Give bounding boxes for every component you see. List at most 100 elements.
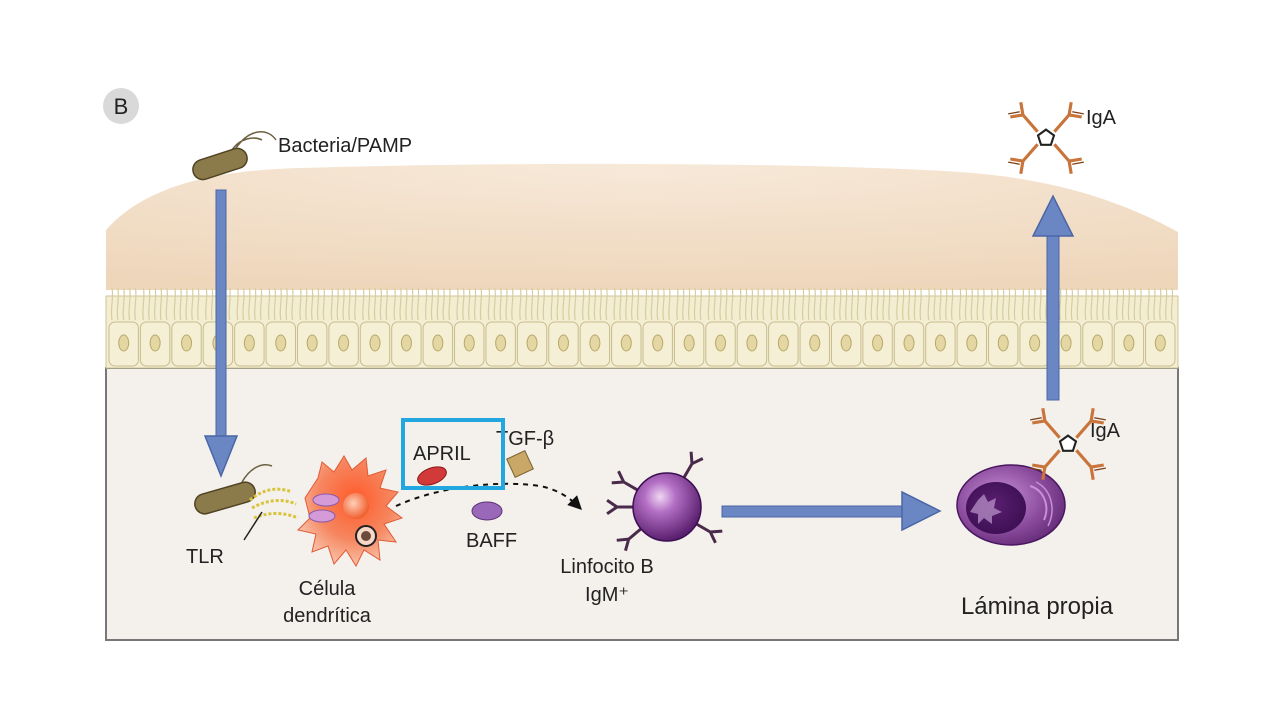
microvillus <box>813 287 816 321</box>
cytokine-dashed-arrow <box>395 482 582 510</box>
microvillus <box>493 287 496 321</box>
microvillus <box>405 287 408 321</box>
microvillus <box>416 287 420 321</box>
microvillus <box>707 287 710 321</box>
microvillus <box>205 287 208 321</box>
microvillus <box>197 287 200 321</box>
microvillus <box>487 287 491 321</box>
microvillus <box>373 287 377 321</box>
microvillus <box>907 287 911 321</box>
microvillus <box>605 287 608 321</box>
microvillus <box>950 287 954 321</box>
microvillus <box>248 287 251 321</box>
microvillus <box>442 287 445 321</box>
microvillus <box>870 287 873 321</box>
microvillus <box>1059 287 1062 321</box>
microvillus <box>888 287 891 321</box>
cell-nucleus <box>306 334 318 352</box>
microvillus <box>807 287 811 321</box>
microvillus <box>562 287 565 321</box>
microvillus <box>122 287 125 321</box>
microvillus <box>731 287 734 321</box>
cell-nucleus <box>495 334 507 352</box>
epithelium-layer <box>105 287 1179 369</box>
microvillus <box>927 287 930 321</box>
microvillus <box>511 287 514 321</box>
microvillus <box>165 287 168 321</box>
microvillus <box>228 287 231 321</box>
microvillus <box>1027 287 1030 321</box>
cell-nucleus <box>903 334 915 352</box>
cell-nucleus <box>526 334 538 352</box>
microvillus <box>393 287 396 321</box>
april-highlight-box <box>401 418 505 490</box>
microvillus <box>793 287 797 321</box>
cell-nucleus <box>338 334 350 352</box>
microvillus <box>311 287 314 321</box>
microvillus <box>322 287 326 321</box>
microvillus <box>650 287 654 321</box>
microvillus <box>762 287 765 321</box>
microvillus <box>1013 287 1017 321</box>
microvillus <box>901 287 905 321</box>
arrow-down-to-dendritic <box>203 189 239 479</box>
cell-nucleus <box>1060 334 1072 352</box>
microvillus <box>242 287 245 321</box>
microvillus <box>148 287 151 321</box>
microvillus <box>825 287 828 321</box>
microvillus <box>128 287 131 321</box>
cell-nucleus <box>1123 334 1135 352</box>
microvillus <box>1116 287 1119 321</box>
microvillus <box>630 287 634 321</box>
microvillus <box>267 287 271 321</box>
microvillus <box>613 287 616 321</box>
iga-dimer-secreted <box>1030 408 1106 480</box>
cell-nucleus <box>934 334 946 352</box>
microvillus <box>788 287 791 321</box>
microvillus <box>756 287 759 321</box>
microvillus <box>713 287 716 321</box>
iga-dimer-top <box>1008 102 1084 174</box>
microvillus <box>1164 287 1168 321</box>
microvillus <box>636 287 640 321</box>
microvillus <box>210 287 214 321</box>
microvillus <box>750 287 754 321</box>
microvillus <box>536 287 540 321</box>
microvillus <box>424 287 428 321</box>
microvillus <box>191 287 194 321</box>
cell-nucleus <box>181 334 193 352</box>
microvillus <box>744 287 748 321</box>
microvillus <box>336 287 339 321</box>
microvillus <box>833 287 836 321</box>
microvillus <box>259 287 263 321</box>
cell-nucleus <box>715 334 727 352</box>
bacteria-tlr <box>194 464 299 541</box>
bcell-label-line2: IgM⁺ <box>585 584 629 606</box>
microvillus <box>819 287 822 321</box>
microvillus <box>876 287 879 321</box>
microvillus <box>1153 287 1156 321</box>
microvillus <box>499 287 502 321</box>
cell-nucleus <box>746 334 758 352</box>
cell-nucleus <box>118 334 130 352</box>
cell-nucleus <box>872 334 884 352</box>
cell-nucleus <box>777 334 789 352</box>
plasma-cell <box>956 464 1066 546</box>
microvillus <box>379 287 383 321</box>
microvillus <box>367 287 371 321</box>
cell-nucleus <box>149 334 161 352</box>
microvillus <box>1021 287 1025 321</box>
microvillus <box>1121 287 1125 321</box>
microvillus <box>1033 287 1036 321</box>
lamina-propia-label: Lámina propia <box>961 593 1114 620</box>
cell-nucleus <box>966 334 978 352</box>
microvillus <box>1102 287 1105 321</box>
cell-nucleus <box>683 334 695 352</box>
microvillus <box>582 287 585 321</box>
microvillus <box>473 287 477 321</box>
microvillus <box>236 287 239 321</box>
microvillus <box>1096 287 1099 321</box>
tgfb-molecule <box>506 450 534 478</box>
microvillus <box>882 287 885 321</box>
microvilli <box>110 287 1174 321</box>
